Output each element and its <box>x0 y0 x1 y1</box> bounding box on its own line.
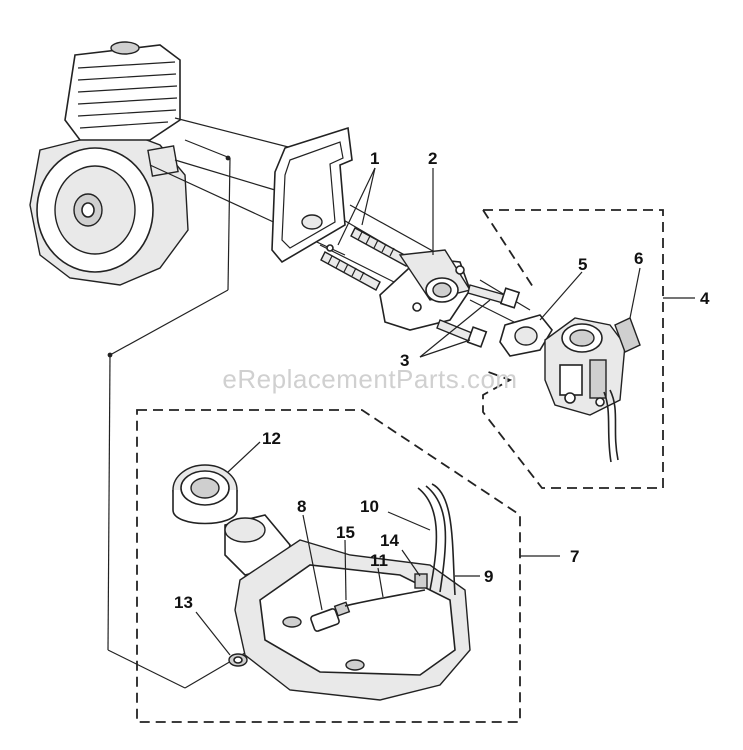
junction-dot <box>225 155 231 161</box>
callout-3: 3 <box>400 351 409 370</box>
callout-9: 9 <box>484 567 493 586</box>
mounting-bolts <box>436 284 521 348</box>
leader-lines <box>195 167 695 656</box>
carburetor-box-side <box>482 209 536 291</box>
callout-13: 13 <box>174 593 193 612</box>
callout-1: 1 <box>370 149 379 168</box>
fuel-tank-assembly-box <box>136 409 521 723</box>
engine-block <box>29 41 189 286</box>
callout-11: 11 <box>370 551 388 570</box>
gasket <box>271 126 353 264</box>
callout-15: 15 <box>336 523 355 542</box>
callout-6: 6 <box>634 249 643 268</box>
fuel-tank <box>224 483 471 701</box>
callout-4: 4 <box>700 289 710 308</box>
carburetor-gasket <box>499 314 553 357</box>
insulator-block <box>379 249 472 331</box>
watermark: eReplacementParts.com <box>222 364 517 394</box>
callout-7: 7 <box>570 547 579 566</box>
callout-8: 8 <box>297 497 306 516</box>
callout-5: 5 <box>578 255 587 274</box>
callout-2: 2 <box>428 149 437 168</box>
junction-dot <box>107 352 113 358</box>
stud-bolts <box>320 227 411 291</box>
callout-10: 10 <box>360 497 379 516</box>
fuel-cap <box>172 464 238 525</box>
carburetor-assembly-box <box>482 209 664 489</box>
callout-14: 14 <box>380 531 399 550</box>
callout-12: 12 <box>262 429 281 448</box>
carburetor <box>544 317 641 463</box>
